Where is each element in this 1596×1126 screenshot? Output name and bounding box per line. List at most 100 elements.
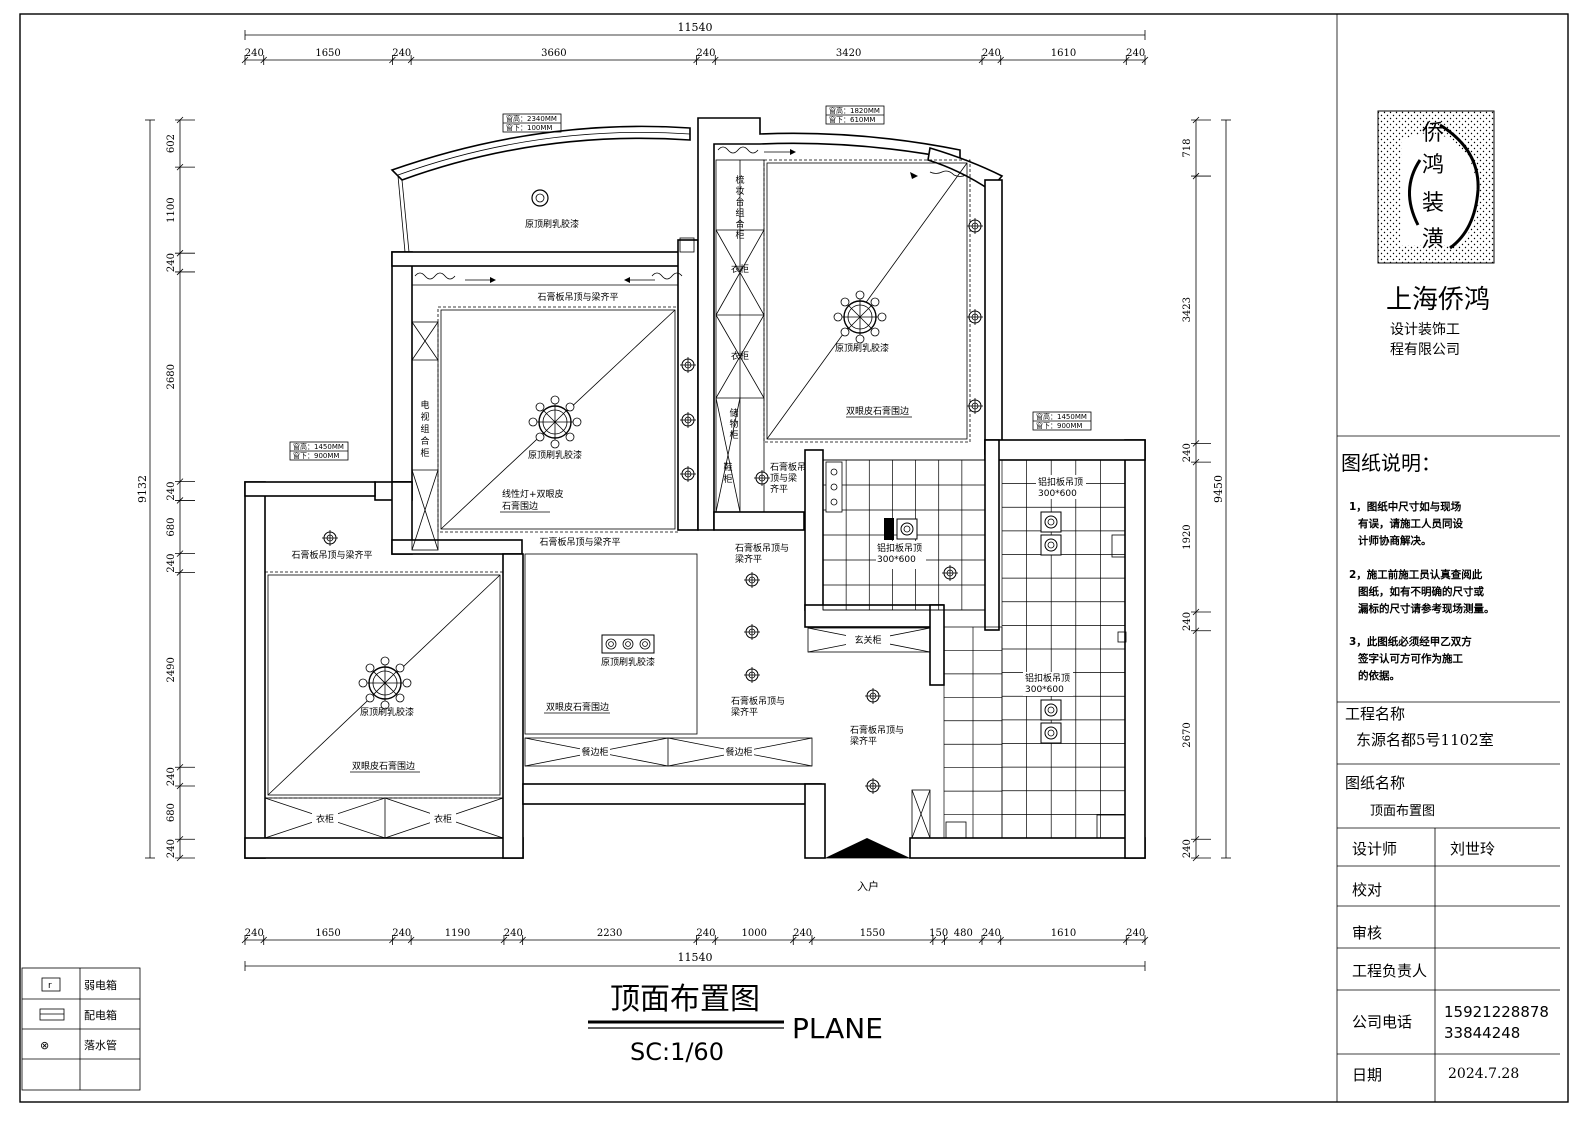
left-dimension-segment: 240 bbox=[166, 481, 177, 500]
note-line: 2，施工前施工员认真查阅此 bbox=[1349, 568, 1483, 581]
svg-text:窗下：900MM: 窗下：900MM bbox=[1036, 421, 1082, 430]
note-line: 图纸，如有不明确的尺寸或 bbox=[1358, 585, 1484, 598]
sideboard-1-label: 餐边柜 bbox=[581, 746, 608, 758]
bath-ceiling-label: 铝扣板吊顶 bbox=[877, 542, 922, 554]
bottom-dimension-segment: 1610 bbox=[1051, 928, 1076, 939]
window-tag-1: 窗高：2340MM 窗下：100MM bbox=[502, 113, 562, 133]
date-value: 2024.7.28 bbox=[1448, 1066, 1519, 1082]
manager-label: 工程负责人 bbox=[1352, 962, 1427, 980]
designer-label: 设计师 bbox=[1352, 840, 1397, 858]
living-room: 石膏板吊顶与梁齐平 原顶刷乳胶漆 线性灯+双眼皮 石膏围边 石膏板吊顶与梁齐平 … bbox=[411, 272, 697, 551]
svg-text:窗高：1450MM: 窗高：1450MM bbox=[293, 442, 344, 451]
right-dimension-segment: 240 bbox=[1182, 839, 1193, 858]
note-line: 签字认可方可作为施工 bbox=[1357, 652, 1463, 665]
phone-label: 公司电话 bbox=[1352, 1013, 1412, 1031]
right-dimension-segment: 718 bbox=[1182, 138, 1193, 157]
dining-center-label: 原顶刷乳胶漆 bbox=[601, 656, 655, 668]
top-dimension-segment: 240 bbox=[1126, 48, 1145, 59]
dressingText-char: 合 bbox=[735, 218, 744, 230]
svg-text:窗高：1450MM: 窗高：1450MM bbox=[1036, 412, 1087, 421]
top-dimension-segment: 240 bbox=[696, 48, 715, 59]
dressingText-char: 妆 bbox=[735, 185, 744, 197]
wardrobe-c-label: 衣柜 bbox=[316, 813, 334, 825]
phone-2: 33844248 bbox=[1444, 1024, 1520, 1042]
drawing-notes: 1，图纸中尺寸如与现场有误，请施工人员同设计师协商解决。2，施工前施工员认真查阅… bbox=[1349, 500, 1495, 682]
company-sub-1: 设计装饰工 bbox=[1390, 322, 1460, 338]
top-dimension-segment: 1610 bbox=[1051, 48, 1076, 59]
bottom-dimension-segment: 240 bbox=[392, 928, 411, 939]
legend-weak-box-icon: r bbox=[48, 981, 52, 991]
dressingText-char: 柜 bbox=[735, 229, 744, 241]
kitchen: 铝扣板吊顶 300*600 铝扣板吊顶 300*600 bbox=[943, 459, 1127, 839]
left-total-dimension: 9132 bbox=[136, 475, 149, 503]
kitchen2-ceiling-label: 铝扣板吊顶 bbox=[1025, 672, 1070, 684]
entry-gypsum-a: 石膏板吊顶与 bbox=[850, 724, 904, 736]
note-line: 计师协商解决。 bbox=[1358, 534, 1432, 547]
left-dimension-segment: 2680 bbox=[166, 364, 177, 389]
tvCabinetText-char: 视 bbox=[420, 411, 429, 423]
bottom-dimension-segment: 1550 bbox=[860, 928, 885, 939]
bottom-dimension-segment: 2230 bbox=[597, 928, 622, 939]
note-line: 3，此图纸必须经甲乙双方 bbox=[1349, 635, 1472, 648]
svg-text:侨: 侨 bbox=[1422, 121, 1444, 146]
entry-area: 玄关柜 石膏板吊顶与 梁齐平 入户 bbox=[807, 627, 931, 893]
shoeText-char: 柜 bbox=[723, 473, 732, 485]
storageText-char: 储 bbox=[729, 407, 738, 419]
corridor-gypsum-2a: 石膏板吊顶与 bbox=[735, 542, 789, 554]
company-sub-2: 程有限公司 bbox=[1390, 342, 1460, 358]
kitchen-ceiling-label: 铝扣板吊顶 bbox=[1038, 476, 1083, 488]
left-dimension-segment: 602 bbox=[166, 134, 177, 153]
left-dimension-segment: 240 bbox=[166, 839, 177, 858]
master-center-label: 原顶刷乳胶漆 bbox=[835, 342, 889, 354]
dressingText-char: 梳 bbox=[735, 174, 744, 186]
entrance-label: 入户 bbox=[857, 879, 879, 893]
left-dimensions: 9132 60211002402680240680240249024068024… bbox=[136, 116, 195, 862]
right-dimension-segment: 1920 bbox=[1182, 524, 1193, 549]
top-dimension-segment: 240 bbox=[392, 48, 411, 59]
legend: r 弱电箱 配电箱 ⊗ 落水管 bbox=[21, 967, 141, 1091]
right-total-dimension: 9450 bbox=[1212, 475, 1225, 503]
left-dimension-segment: 2490 bbox=[166, 657, 177, 682]
storageText-char: 柜 bbox=[729, 429, 738, 441]
bottom-dimension-segment: 1650 bbox=[315, 928, 340, 939]
drawing-scale: SC:1/60 bbox=[630, 1038, 724, 1066]
phone-1: 15921228878 bbox=[1444, 1003, 1549, 1021]
left-dimension-segment: 680 bbox=[166, 517, 177, 536]
note-line: 的依据。 bbox=[1358, 669, 1400, 682]
legend-drain-pipe-label: 落水管 bbox=[84, 1038, 117, 1052]
right-dimension-segment: 3423 bbox=[1182, 297, 1193, 322]
top-total-dimension: 11540 bbox=[678, 21, 713, 34]
corridor-gypsum-2b: 梁齐平 bbox=[735, 553, 762, 565]
left-dimension-segment: 240 bbox=[166, 767, 177, 786]
bottom-dimension-segment: 240 bbox=[793, 928, 812, 939]
kitchen-ceiling-size: 300*600 bbox=[1038, 489, 1077, 499]
project-name-label: 工程名称 bbox=[1345, 705, 1405, 723]
left-dimension-segment: 240 bbox=[166, 553, 177, 572]
drawing-name-value: 顶面布置图 bbox=[1370, 804, 1435, 819]
legend-weak-box-label: 弱电箱 bbox=[84, 978, 117, 992]
tvCabinetText-char: 合 bbox=[420, 435, 429, 447]
legend-drain-pipe-icon: ⊗ bbox=[40, 1039, 49, 1052]
left-bedroom-border-label: 双眼皮石膏围边 bbox=[352, 760, 415, 772]
corridor-gypsum-1a: 石膏板吊 bbox=[770, 461, 806, 473]
window-tag-2: 窗高：1820MM 窗下：610MM bbox=[825, 105, 885, 125]
tvCabinetText-char: 电 bbox=[420, 399, 429, 411]
small-room: 石膏板吊顶与梁齐平 bbox=[291, 529, 373, 561]
wardrobe-b-label: 衣柜 bbox=[731, 350, 749, 362]
kitchen2-ceiling-size: 300*600 bbox=[1025, 685, 1064, 695]
entry-gypsum-b: 梁齐平 bbox=[850, 735, 877, 747]
small-room-gypsum-label: 石膏板吊顶与梁齐平 bbox=[291, 549, 372, 561]
svg-text:装: 装 bbox=[1422, 191, 1444, 216]
sideboard-2-label: 餐边柜 bbox=[725, 746, 752, 758]
bathroom: 铝扣板吊顶 300*600 bbox=[822, 459, 986, 611]
bottom-dimension-segment: 480 bbox=[954, 928, 973, 939]
bottom-dimension-segment: 240 bbox=[504, 928, 523, 939]
legend-power-box-label: 配电箱 bbox=[84, 1008, 117, 1022]
project-name-value: 东源名都5号1102室 bbox=[1356, 731, 1494, 749]
svg-text:窗下：610MM: 窗下：610MM bbox=[829, 115, 875, 124]
shoeText-char: 鞋 bbox=[723, 461, 732, 473]
svg-text:鸿: 鸿 bbox=[1422, 153, 1444, 178]
svg-text:窗下：100MM: 窗下：100MM bbox=[506, 123, 552, 132]
